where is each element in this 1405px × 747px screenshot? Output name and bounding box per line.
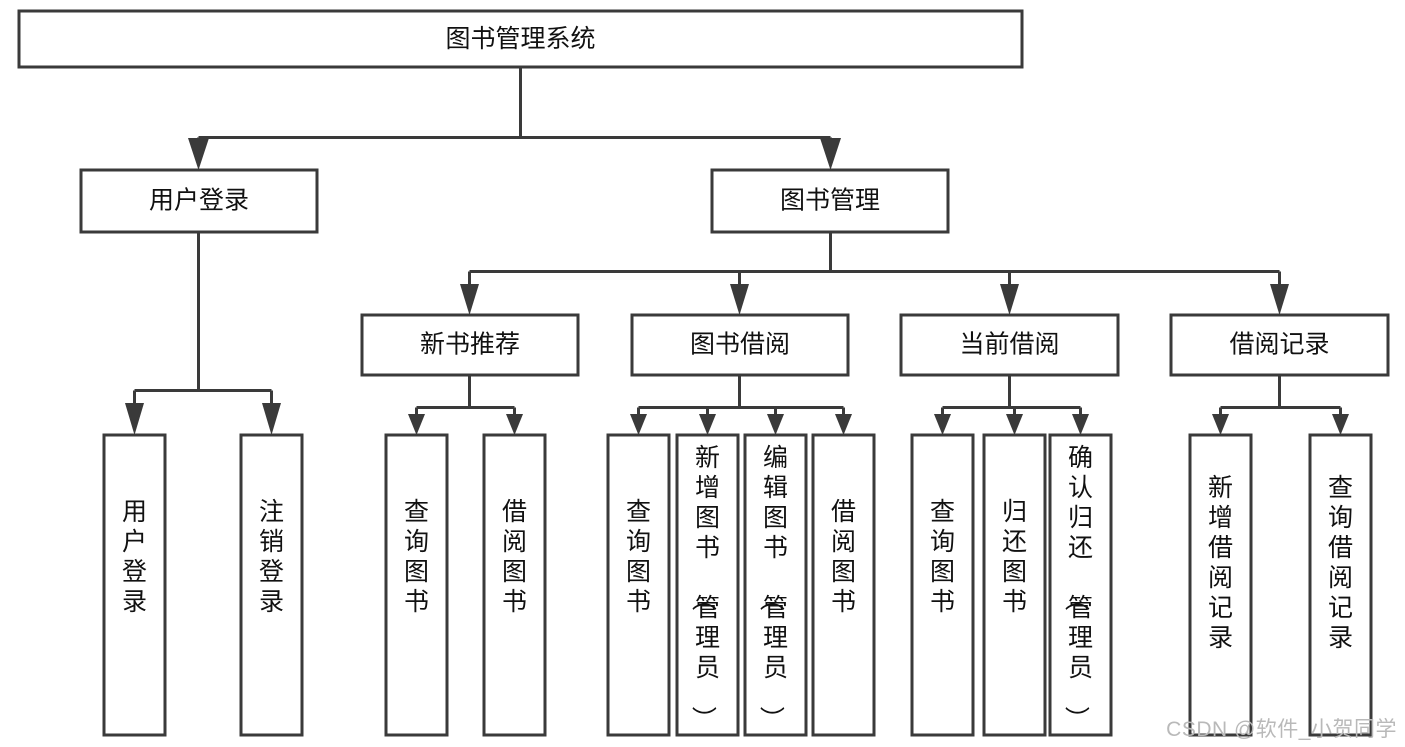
arrowhead-leaf-user-login bbox=[125, 403, 144, 435]
arrowhead-new-book-recommend bbox=[460, 284, 479, 315]
node-current-borrow-box[interactable] bbox=[899, 313, 1120, 377]
arrowhead-leaf-confirm-return-admin bbox=[1072, 414, 1089, 435]
arrowhead-leaf-add-borrow-record bbox=[1212, 414, 1229, 435]
node-book-manage-label: 图书管理 bbox=[780, 187, 880, 215]
arrowhead-leaf-add-book-admin bbox=[699, 414, 716, 435]
node-leaf-add-book-admin[interactable]: 新增图书（管理员） bbox=[675, 433, 740, 737]
connector-group-current-borrow bbox=[934, 375, 1089, 435]
arrowhead-leaf-borrow-book-newbook bbox=[506, 414, 523, 435]
node-book-borrow-label: 图书借阅 bbox=[690, 331, 790, 359]
connector-group-root bbox=[188, 67, 841, 170]
node-leaf-borrow-book[interactable]: 借阅图书 bbox=[811, 433, 876, 737]
node-root-box[interactable] bbox=[17, 9, 1024, 69]
node-leaf-confirm-return-admin[interactable]: 确认归还（管理员） bbox=[1048, 433, 1113, 737]
node-leaf-edit-book-admin-box[interactable] bbox=[743, 433, 808, 737]
arrowhead-book-borrow bbox=[730, 284, 749, 315]
node-leaf-add-book-admin-box[interactable] bbox=[675, 433, 740, 737]
arrowhead-leaf-return-book bbox=[1006, 414, 1023, 435]
arrowhead-leaf-query-book-current bbox=[934, 414, 951, 435]
connector-group-new-book-recommend bbox=[408, 375, 523, 435]
arrowhead-book-manage bbox=[820, 138, 841, 170]
node-user-login[interactable]: 用户登录 bbox=[79, 168, 319, 234]
arrowhead-leaf-query-book-newbook bbox=[408, 414, 425, 435]
node-leaf-edit-book-admin-label: 编辑图书（管理员） bbox=[757, 444, 788, 731]
node-leaf-query-book-newbook[interactable]: 查询图书 bbox=[384, 433, 449, 737]
node-new-book-recommend-label: 新书推荐 bbox=[420, 331, 520, 359]
node-leaf-confirm-return-admin-label: 确认归还（管理员） bbox=[1062, 444, 1093, 731]
node-leaf-query-borrow-record-label: 查询借阅记录 bbox=[1328, 474, 1353, 652]
node-new-book-recommend-box[interactable] bbox=[360, 313, 580, 377]
node-leaf-query-book-borrow[interactable]: 查询图书 bbox=[606, 433, 671, 737]
node-leaf-query-book-current[interactable]: 查询图书 bbox=[910, 433, 975, 737]
node-leaf-confirm-return-admin-box[interactable] bbox=[1048, 433, 1113, 737]
node-leaf-logout-login-box[interactable] bbox=[239, 433, 304, 737]
arrowhead-user-login bbox=[188, 138, 209, 170]
arrowhead-borrow-record bbox=[1270, 284, 1289, 315]
node-leaf-logout-login-label: 注销登录 bbox=[259, 498, 284, 616]
node-leaf-borrow-book-box[interactable] bbox=[811, 433, 876, 737]
node-leaf-return-book-label: 归还图书 bbox=[1002, 498, 1027, 616]
node-leaf-user-login[interactable]: 用户登录 bbox=[102, 433, 167, 737]
node-book-borrow[interactable]: 图书借阅 bbox=[630, 313, 850, 377]
node-current-borrow[interactable]: 当前借阅 bbox=[899, 313, 1120, 377]
connector-group-book-manage bbox=[460, 232, 1289, 315]
node-user-login-box[interactable] bbox=[79, 168, 319, 234]
node-leaf-query-book-borrow-box[interactable] bbox=[606, 433, 671, 737]
node-leaf-query-book-current-label: 查询图书 bbox=[930, 498, 955, 616]
node-root[interactable]: 图书管理系统 bbox=[17, 9, 1024, 69]
connector-group-book-borrow bbox=[630, 375, 852, 435]
node-leaf-query-book-newbook-box[interactable] bbox=[384, 433, 449, 737]
node-leaf-query-book-newbook-label: 查询图书 bbox=[404, 498, 429, 616]
node-leaf-return-book-box[interactable] bbox=[982, 433, 1047, 737]
node-borrow-record-box[interactable] bbox=[1169, 313, 1390, 377]
node-root-label: 图书管理系统 bbox=[445, 25, 595, 53]
node-leaf-borrow-book-newbook-label: 借阅图书 bbox=[502, 498, 527, 616]
arrowhead-leaf-borrow-book bbox=[835, 414, 852, 435]
node-current-borrow-label: 当前借阅 bbox=[959, 331, 1059, 359]
node-leaf-query-borrow-record[interactable]: 查询借阅记录 bbox=[1308, 433, 1373, 737]
node-user-login-label: 用户登录 bbox=[149, 187, 249, 215]
node-new-book-recommend[interactable]: 新书推荐 bbox=[360, 313, 580, 377]
node-leaf-return-book[interactable]: 归还图书 bbox=[982, 433, 1047, 737]
node-leaf-borrow-book-newbook[interactable]: 借阅图书 bbox=[482, 433, 547, 737]
node-leaf-add-book-admin-label: 新增图书（管理员） bbox=[689, 444, 720, 731]
arrowhead-leaf-edit-book-admin bbox=[767, 414, 784, 435]
arrowhead-leaf-query-book-borrow bbox=[630, 414, 647, 435]
connector-group-borrow-record bbox=[1212, 375, 1349, 435]
connector-group-user-login bbox=[125, 232, 281, 435]
node-borrow-record-label: 借阅记录 bbox=[1229, 331, 1329, 359]
node-book-manage[interactable]: 图书管理 bbox=[710, 168, 950, 234]
node-book-manage-box[interactable] bbox=[710, 168, 950, 234]
node-leaf-add-borrow-record[interactable]: 新增借阅记录 bbox=[1188, 433, 1253, 737]
node-leaf-query-book-current-box[interactable] bbox=[910, 433, 975, 737]
node-leaf-query-borrow-record-box[interactable] bbox=[1308, 433, 1373, 737]
node-leaf-add-borrow-record-box[interactable] bbox=[1188, 433, 1253, 737]
node-leaf-query-book-borrow-label: 查询图书 bbox=[626, 498, 651, 616]
node-book-borrow-box[interactable] bbox=[630, 313, 850, 377]
node-borrow-record[interactable]: 借阅记录 bbox=[1169, 313, 1390, 377]
node-leaf-borrow-book-newbook-box[interactable] bbox=[482, 433, 547, 737]
arrowhead-current-borrow bbox=[1000, 284, 1019, 315]
node-leaf-borrow-book-label: 借阅图书 bbox=[831, 498, 856, 616]
node-leaf-add-borrow-record-label: 新增借阅记录 bbox=[1208, 474, 1233, 652]
node-leaf-user-login-label: 用户登录 bbox=[122, 498, 147, 616]
arrowhead-leaf-logout-login bbox=[262, 403, 281, 435]
arrowhead-leaf-query-borrow-record bbox=[1332, 414, 1349, 435]
node-leaf-logout-login[interactable]: 注销登录 bbox=[239, 433, 304, 737]
node-leaf-edit-book-admin[interactable]: 编辑图书（管理员） bbox=[743, 433, 808, 737]
node-leaf-user-login-box[interactable] bbox=[102, 433, 167, 737]
